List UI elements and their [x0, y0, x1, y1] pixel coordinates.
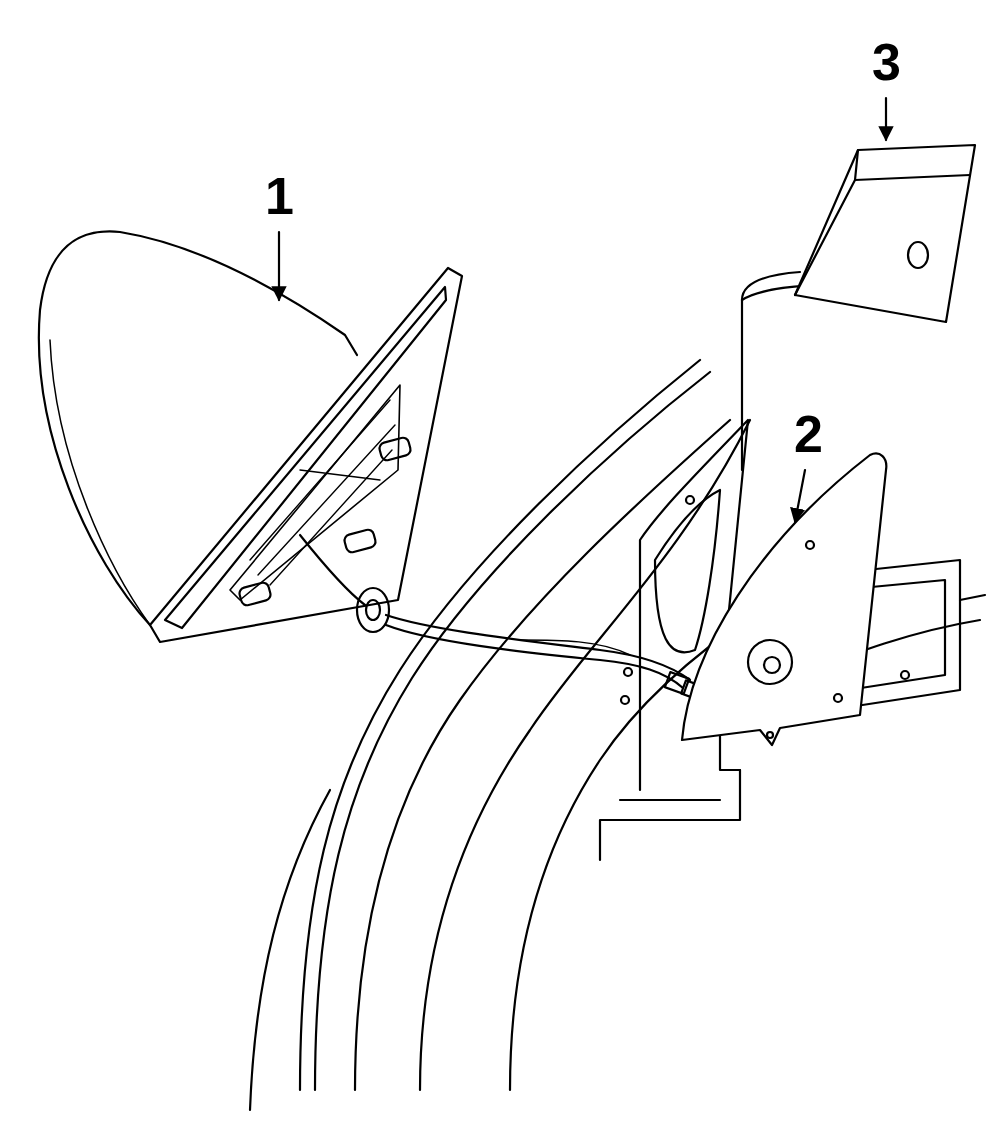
callout-number: 1: [265, 170, 294, 222]
mounting-plate: [682, 453, 886, 745]
mirror-housing: [39, 231, 703, 699]
mirror-cap: [795, 145, 975, 322]
leader-arrows: [279, 98, 886, 522]
callout-number: 3: [872, 36, 901, 88]
callout-number: 2: [794, 408, 823, 460]
